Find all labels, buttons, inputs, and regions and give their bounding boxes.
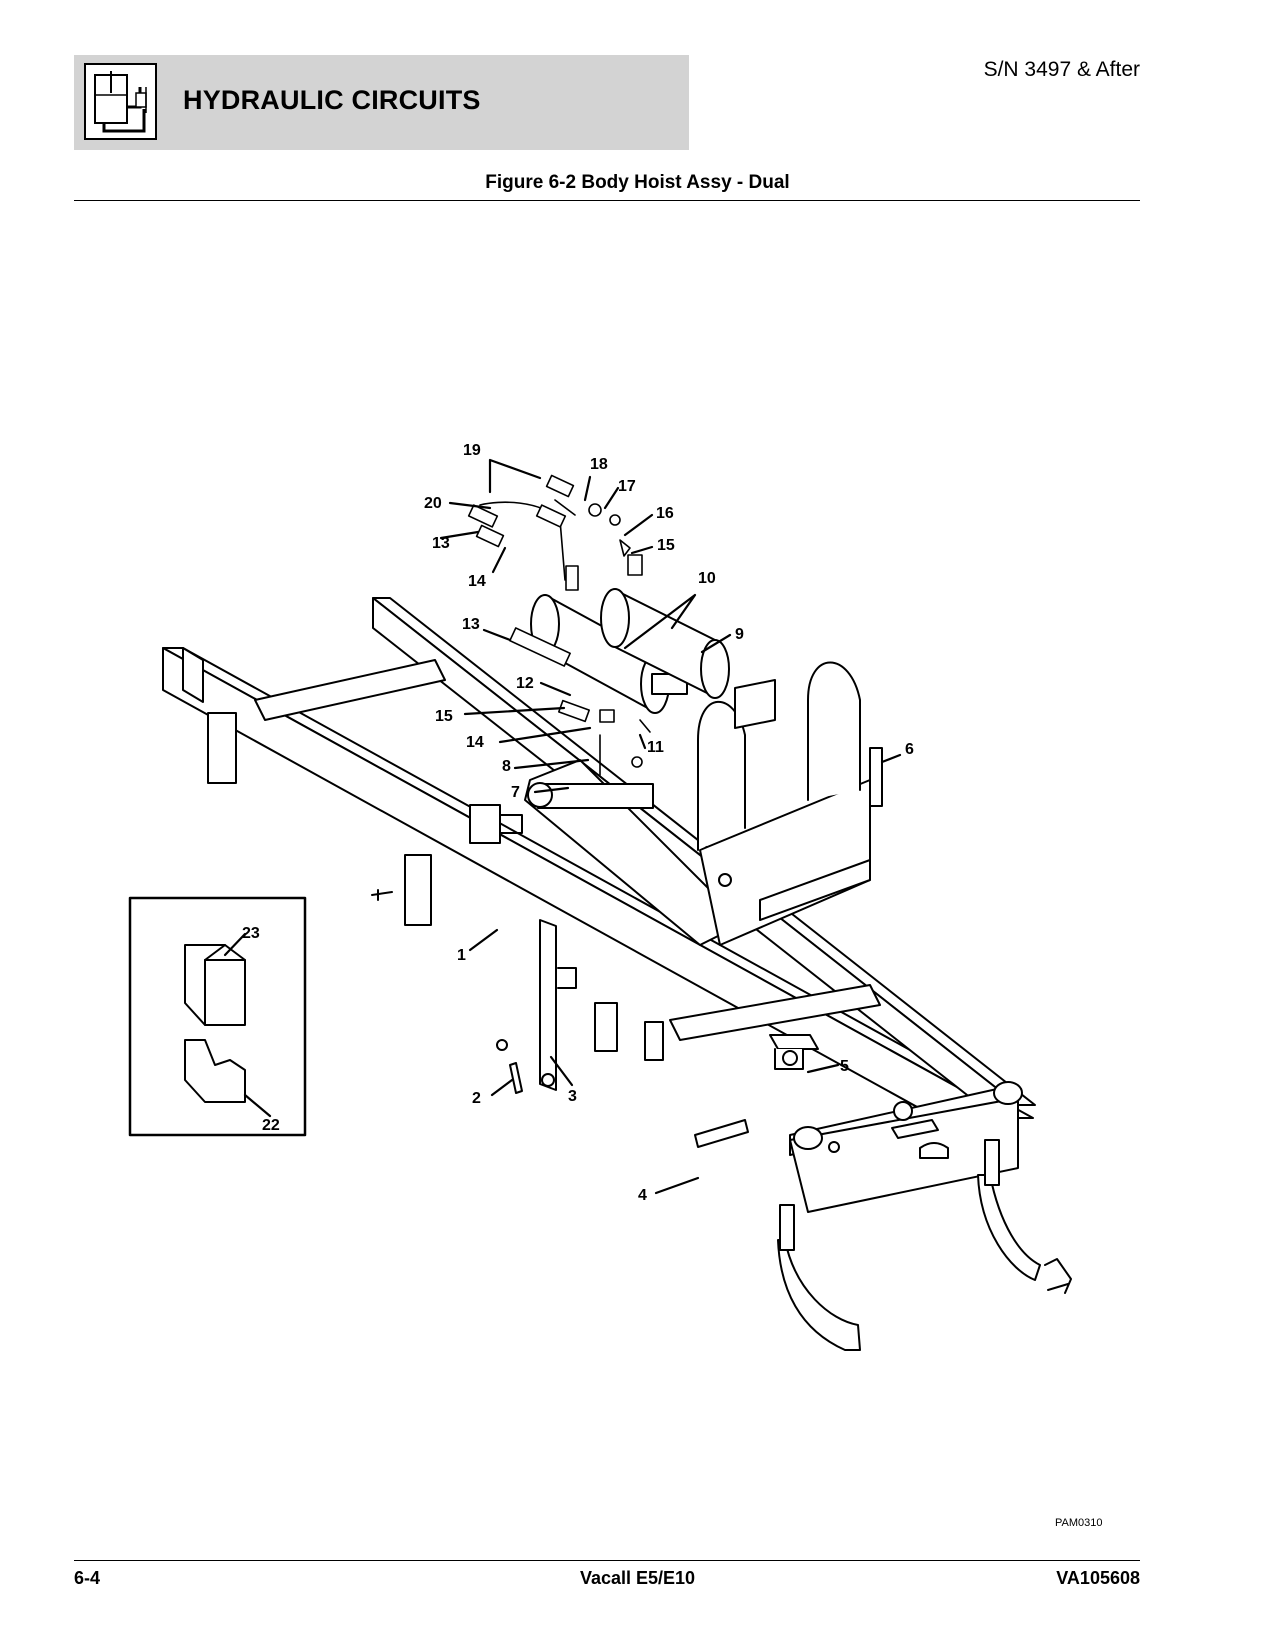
callout-numbers: 19 18 17 16 20 15 13 14 10 13 9 12 15 14… — [242, 442, 914, 1204]
callout-12: 12 — [516, 675, 534, 692]
hydraulic-hoses-fittings — [467, 474, 651, 776]
rear-skids — [777, 1139, 1072, 1351]
callout-22: 22 — [262, 1117, 280, 1134]
callout-2: 2 — [472, 1090, 481, 1107]
callout-1: 1 — [457, 947, 466, 964]
callout-23: 23 — [242, 925, 260, 942]
callout-16: 15 — [657, 537, 675, 554]
callout-21: 19 — [463, 442, 481, 459]
callout-5: 5 — [840, 1058, 849, 1075]
callout-3: 3 — [568, 1088, 577, 1105]
callout-13b: 13 — [462, 616, 480, 633]
wear-pad-inset — [128, 896, 307, 1137]
callout-7: 7 — [511, 784, 520, 801]
figure-caption: Figure 6-2 Body Hoist Assy - Dual — [485, 172, 790, 193]
hoist-cradle — [469, 661, 883, 946]
callout-11: 11 — [647, 739, 664, 756]
callout-6: 6 — [905, 741, 914, 758]
callout-13: 13 — [432, 535, 450, 552]
callout-15: 15 — [435, 708, 453, 725]
callout-18: 17 — [618, 478, 636, 495]
callout-14: 14 — [468, 573, 486, 590]
serial-number-range: S/N 3497 & After — [983, 58, 1140, 81]
drawing-code: PAM0310 — [1055, 1517, 1103, 1529]
footer-divider — [74, 1560, 1140, 1561]
callout-leaders — [223, 458, 902, 1195]
loose-parts — [207, 712, 840, 1153]
callout-9: 9 — [735, 626, 744, 643]
section-title: HYDRAULIC CIRCUITS — [183, 85, 481, 115]
callout-10: 10 — [698, 570, 716, 587]
model-name: Vacall E5/E10 — [579, 1568, 696, 1588]
page-number: 6-4 — [74, 1568, 101, 1588]
callout-19: 18 — [590, 456, 608, 473]
callout-20: 20 — [424, 495, 442, 512]
callout-4: 4 — [638, 1187, 647, 1204]
callout-8: 8 — [502, 758, 511, 775]
callout-14b: 14 — [466, 734, 484, 751]
document-number: VA105608 — [1056, 1568, 1140, 1588]
hoist-cylinder-right — [600, 588, 776, 729]
callout-17: 16 — [656, 505, 674, 522]
rear-tailplate — [789, 1081, 1023, 1213]
header-divider — [74, 200, 1140, 201]
section-header-bar — [74, 55, 689, 150]
hydraulic-circuit-icon — [84, 63, 157, 140]
